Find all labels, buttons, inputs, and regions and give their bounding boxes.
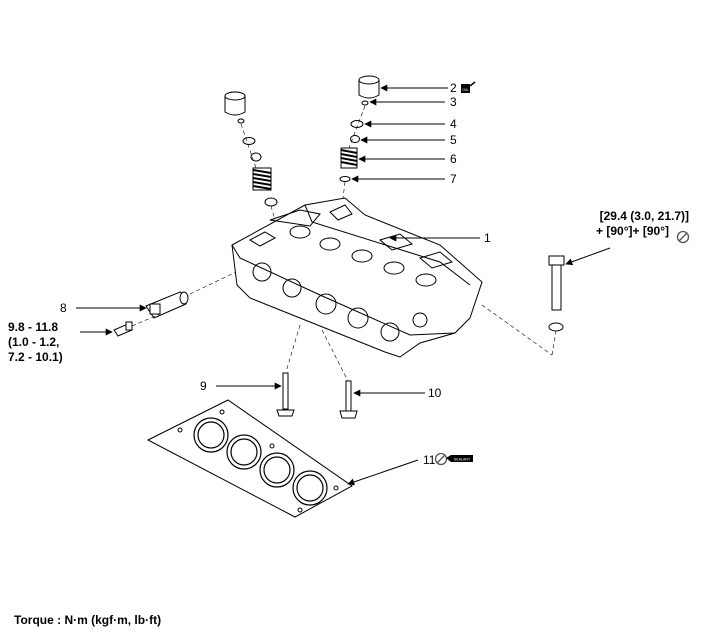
- callout-7: 7: [450, 172, 457, 186]
- exhaust-valve-part-10: [339, 380, 358, 419]
- torque-units-note: Torque : N·m (kgf·m, lb·ft): [14, 613, 162, 627]
- callout-11: 11: [423, 453, 436, 467]
- leader-head-bolt: [565, 247, 611, 266]
- spring-seat-part-7: [339, 176, 351, 182]
- left-shim: [237, 118, 245, 124]
- sealant-tube-icon: SEALANT: [446, 455, 473, 462]
- callout-10: 10: [428, 386, 442, 400]
- left-tappet: [224, 91, 246, 116]
- ocv-bolt: [113, 321, 133, 337]
- oil-can-icon: OIL: [461, 81, 476, 93]
- leader-11: [347, 459, 419, 486]
- oil-tag-text: OIL: [462, 87, 469, 92]
- left-retainer: [242, 137, 256, 145]
- left-spring-seat: [264, 197, 278, 207]
- oil-control-valve-part-8: [145, 291, 189, 319]
- head-bolt-torque-line-2: + [90°]+ [90°]: [596, 224, 669, 238]
- callout-1: 1: [484, 231, 491, 245]
- callout-3: 3: [450, 95, 457, 109]
- callout-4: 4: [450, 117, 457, 131]
- no-reuse-icon: [676, 230, 690, 244]
- ocv-torque-line-3: 7.2 - 10.1): [8, 350, 63, 364]
- callout-8: 8: [60, 301, 67, 315]
- callout-2: 2: [450, 81, 457, 95]
- ocv-torque-line-1: 9.8 - 11.8: [8, 320, 59, 334]
- head-bolt-torque-line-1: [29.4 (3.0, 21.7)]: [599, 209, 689, 223]
- alignment-lines: [131, 105, 557, 382]
- cylinder-head-gasket-part-11: [146, 399, 353, 518]
- head-bolt-washer: [548, 322, 564, 332]
- callout-6: 6: [450, 152, 457, 166]
- ocv-torque-line-2: (1.0 - 1.2,: [8, 335, 60, 349]
- right-valve-stack: [339, 75, 380, 182]
- ocv-bolt-torque-spec: 9.8 - 11.8 (1.0 - 1.2, 7.2 - 10.1): [8, 320, 63, 365]
- head-bolt-torque-spec: [29.4 (3.0, 21.7)] + [90°]+ [90°]: [596, 209, 689, 239]
- cylinder-head-bolt: [548, 255, 565, 311]
- no-reuse-icon: [434, 452, 448, 466]
- left-seat: [250, 152, 262, 162]
- intake-valve-part-9: [276, 372, 295, 417]
- callout-9: 9: [200, 379, 207, 393]
- left-valve-spring: [252, 167, 272, 191]
- sealant-tag-text: SEALANT: [454, 458, 471, 462]
- callout-5: 5: [450, 133, 457, 147]
- valve-spring-part-6: [340, 147, 358, 169]
- cylinder-head-part-1: [231, 197, 483, 358]
- tappet-part-2: [358, 75, 380, 99]
- leader-lines: [76, 84, 611, 486]
- shim-part-3: [361, 100, 369, 106]
- left-valve-stack: [224, 91, 278, 207]
- retainer-part-5: [350, 135, 360, 143]
